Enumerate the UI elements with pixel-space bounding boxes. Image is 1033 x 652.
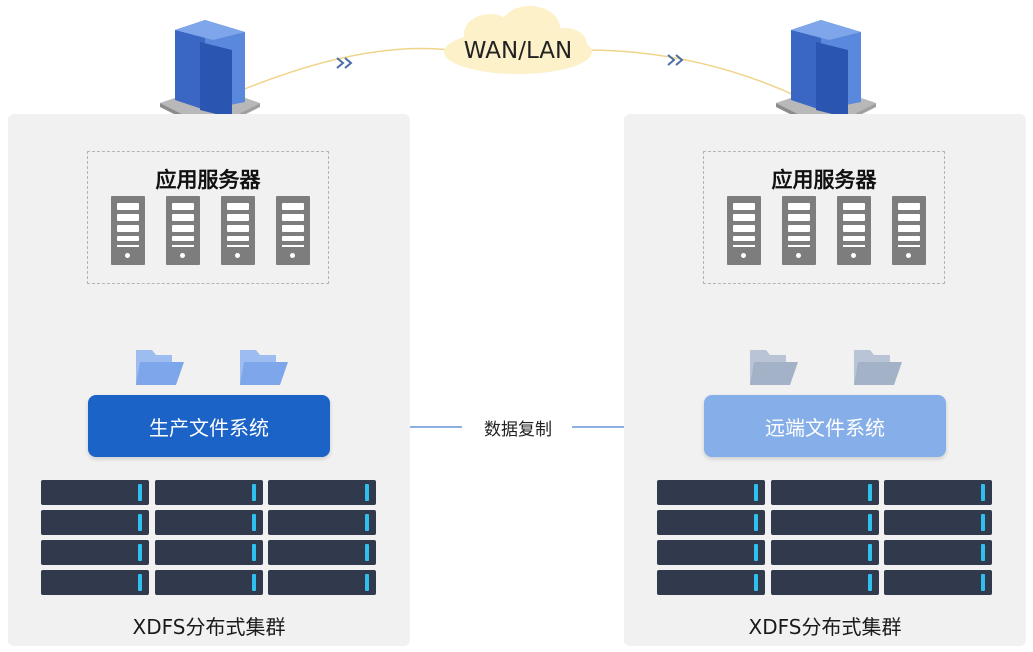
storage-node-icon (771, 570, 879, 595)
app-server-group: 应用服务器 (87, 151, 329, 284)
app-server-group: 应用服务器 (703, 151, 945, 284)
wan-link-left (229, 47, 451, 96)
storage-node-icon (268, 570, 376, 595)
cluster-label: XDFS分布式集群 (132, 615, 286, 639)
remote-site-panel: 应用服务器 远端文件系统 XDFS分布式集群 (624, 114, 1026, 646)
folder-icon (240, 350, 288, 385)
server-icon (276, 196, 310, 265)
storage-node-icon (884, 540, 992, 565)
production-fs-button[interactable]: 生产文件系统 (88, 395, 330, 457)
chevron-right-icon (336, 57, 353, 69)
storage-node-icon (41, 510, 149, 535)
storage-node-icon (657, 570, 765, 595)
storage-node-icon (268, 540, 376, 565)
app-server-title: 应用服务器 (771, 168, 877, 192)
storage-node-icon (155, 570, 263, 595)
storage-node-icon (884, 510, 992, 535)
app-server-title: 应用服务器 (155, 168, 261, 192)
production-site-panel: 应用服务器 生产文件系统 XDFS分布式集群 (8, 114, 410, 646)
storage-node-icon (155, 540, 263, 565)
replication-label: 数据复制 (484, 420, 552, 440)
server-icon (727, 196, 761, 265)
folder-icon (854, 350, 902, 385)
network-label: WAN/LAN (463, 38, 573, 64)
server-icon (892, 196, 926, 265)
folder-icon (750, 350, 798, 385)
storage-node-icon (155, 480, 263, 505)
cluster-label: XDFS分布式集群 (748, 615, 902, 639)
storage-node-icon (155, 510, 263, 535)
storage-node-icon (657, 480, 765, 505)
storage-node-icon (657, 510, 765, 535)
server-icon (166, 196, 200, 265)
server-icon (782, 196, 816, 265)
server-icon (221, 196, 255, 265)
storage-node-icon (771, 480, 879, 505)
storage-node-icon (884, 570, 992, 595)
storage-node-icon (41, 570, 149, 595)
wan-link-right (584, 49, 806, 101)
storage-node-icon (884, 480, 992, 505)
storage-node-icon (268, 480, 376, 505)
folder-icon (136, 350, 184, 385)
storage-node-icon (771, 540, 879, 565)
storage-node-icon (268, 510, 376, 535)
storage-node-icon (771, 510, 879, 535)
chevron-right-icon (667, 54, 684, 66)
remote-fs-button[interactable]: 远端文件系统 (704, 395, 946, 457)
server-icon (837, 196, 871, 265)
storage-node-icon (41, 540, 149, 565)
storage-node-icon (41, 480, 149, 505)
cloud-icon (444, 6, 592, 74)
storage-node-icon (657, 540, 765, 565)
server-icon (111, 196, 145, 265)
